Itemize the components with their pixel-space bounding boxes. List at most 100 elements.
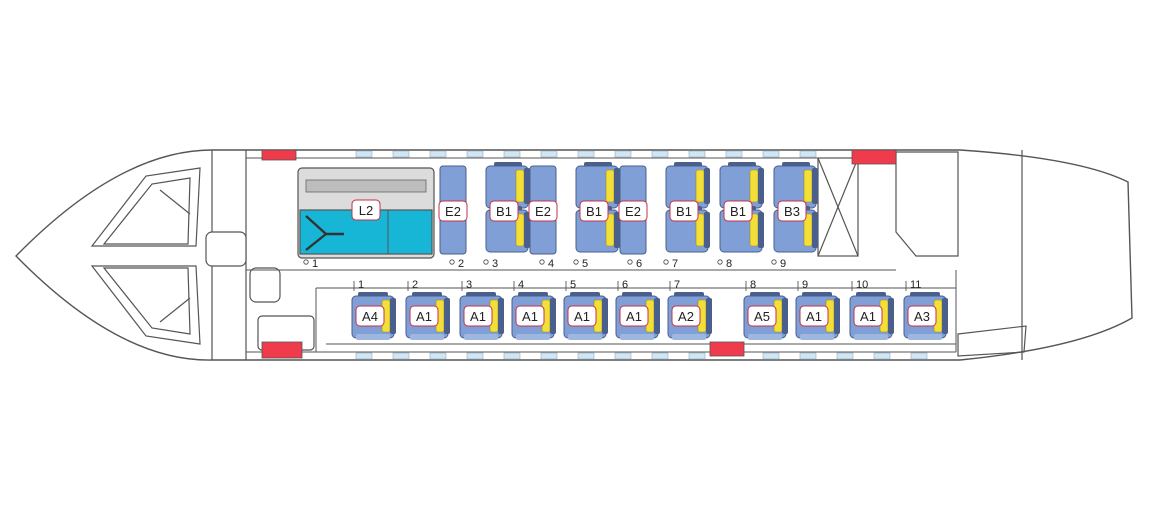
bench-seat-label: E2 — [535, 204, 551, 219]
stretcher-label-box — [351, 199, 381, 221]
seat-back — [704, 212, 710, 248]
upper-marker-number: 9 — [780, 258, 786, 270]
upper-marker-number: 3 — [492, 258, 498, 270]
upper-marker-dot — [771, 259, 777, 265]
upper-module-7[interactable]: B1 — [719, 162, 764, 253]
window-bottom — [429, 352, 447, 360]
double-seat-label: B1 — [586, 204, 602, 219]
upper-row-seats: E2 B1 E2 B1 E2 B1 B1 B3 — [438, 162, 818, 255]
single-seat-label-box — [799, 305, 829, 327]
lower-seat-3[interactable]: 3A1 — [459, 279, 504, 340]
cockpit-window-upper-inner — [102, 177, 191, 245]
single-seat-label-box — [355, 305, 385, 327]
window-bottom — [836, 352, 854, 360]
door-rear-upper — [851, 149, 897, 165]
window-bottom — [910, 352, 928, 360]
single-seat-label: A2 — [678, 309, 694, 324]
lower-marker-number: 6 — [622, 279, 628, 291]
cockpit-window-lower-outer — [90, 265, 201, 345]
window-top — [799, 150, 817, 158]
upper-marker-dot — [717, 259, 723, 265]
seat-armrest — [749, 169, 759, 203]
upper-module-5[interactable]: E2 — [618, 165, 648, 255]
seat-footrest — [516, 334, 550, 340]
lower-marker-number: 3 — [466, 279, 472, 291]
window-top — [355, 150, 373, 158]
rear-partition-cross-b — [817, 157, 859, 257]
window-bottom — [355, 352, 373, 360]
lower-seat-6[interactable]: 6A1 — [615, 279, 660, 340]
seat-footrest — [356, 334, 390, 340]
upper-module-8[interactable]: B3 — [773, 162, 818, 253]
window-bottom — [651, 352, 669, 360]
window-top — [540, 150, 558, 158]
seat-back — [524, 212, 530, 248]
upper-marker-dot — [483, 259, 489, 265]
door-front-upper — [261, 149, 297, 161]
double-seat-label: B1 — [496, 204, 512, 219]
window-bottom — [392, 352, 410, 360]
seat-back — [758, 212, 764, 248]
seat-footrest — [748, 334, 782, 340]
seat-footrest — [800, 334, 834, 340]
double-seat-label-box — [723, 200, 753, 222]
seat-back — [444, 298, 450, 334]
lower-seat-7[interactable]: 7A2 — [667, 279, 712, 340]
single-seat-label-box — [747, 305, 777, 327]
window-top — [762, 150, 780, 158]
window-bottom — [614, 352, 632, 360]
upper-module-6[interactable]: B1 — [665, 162, 710, 253]
lower-seat-2[interactable]: 2A1 — [405, 279, 450, 340]
bench-seat-label-box — [438, 200, 468, 222]
window-top — [651, 150, 669, 158]
double-seat-label: B1 — [730, 204, 746, 219]
single-seat-label-box — [463, 305, 493, 327]
stretcher-unit: L2 — [297, 167, 435, 259]
door-overwing-lower — [709, 341, 745, 357]
seat-back — [706, 298, 712, 334]
seat-footrest — [410, 334, 444, 340]
lower-marker-number: 10 — [856, 279, 868, 291]
rear-lavatory — [895, 151, 959, 257]
double-seat-label-box — [489, 200, 519, 222]
upper-marker-dot — [449, 259, 455, 265]
single-seat-label: A1 — [860, 309, 876, 324]
seat-back — [782, 298, 788, 334]
upper-marker-number: 5 — [582, 258, 588, 270]
upper-marker-number: 6 — [636, 258, 642, 270]
window-bottom — [688, 352, 706, 360]
cabin-floor-lines — [246, 157, 957, 353]
lower-seat-5[interactable]: 5A1 — [563, 279, 608, 340]
single-seat-label: A1 — [416, 309, 432, 324]
upper-module-1[interactable]: E2 — [438, 165, 468, 255]
seat-back — [550, 298, 556, 334]
single-seat-label: A1 — [522, 309, 538, 324]
upper-module-3[interactable]: E2 — [528, 165, 558, 255]
seat-armrest — [605, 169, 615, 203]
window-top — [503, 150, 521, 158]
bench-seat-label: E2 — [625, 204, 641, 219]
double-seat-label-box — [669, 200, 699, 222]
cockpit-window-upper-outer — [90, 167, 201, 247]
lower-seat-9[interactable]: 9A1 — [795, 279, 840, 340]
upper-marker-number: 2 — [458, 258, 464, 270]
lower-marker-number: 8 — [750, 279, 756, 291]
seat-footrest — [908, 334, 942, 340]
upper-module-4[interactable]: B1 — [575, 162, 620, 253]
upper-marker-dot — [573, 259, 579, 265]
lower-seat-4[interactable]: 4A1 — [511, 279, 556, 340]
upper-module-2[interactable]: B1 — [485, 162, 530, 253]
window-bottom — [466, 352, 484, 360]
lower-seat-1[interactable]: 1A4 — [351, 279, 396, 340]
seat-armrest — [803, 169, 813, 203]
single-seat-label-box — [409, 305, 439, 327]
seat-back — [602, 298, 608, 334]
single-seat-label: A1 — [806, 309, 822, 324]
lower-marker-number: 11 — [910, 279, 921, 291]
seat-back — [758, 168, 764, 204]
lower-seat-8[interactable]: 8A5 — [743, 279, 788, 340]
window-bottom — [540, 352, 558, 360]
